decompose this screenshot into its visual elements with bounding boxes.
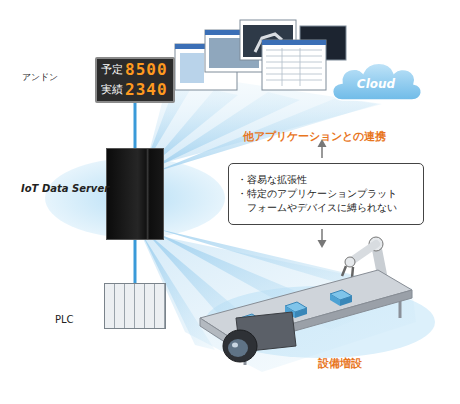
arrow-head	[318, 240, 327, 248]
feature-box: ・容易な拡張性・特定のアプリケーションプラット フォームやデバイスに縛られない	[228, 163, 424, 225]
cloud-label: Cloud	[328, 58, 424, 102]
section-label: 他アプリケーションとの連携	[243, 130, 386, 144]
camera-lens	[223, 330, 257, 362]
andon-display: アンドン予定8500実績2340	[95, 57, 175, 103]
andon-heading: アンドン	[22, 71, 58, 83]
camera-glint	[232, 343, 238, 348]
screen-titlebar	[262, 40, 326, 45]
screen-table	[266, 48, 322, 86]
plc-heading: PLC	[55, 314, 74, 326]
work-piece	[295, 308, 307, 318]
plc-box: PLC	[104, 283, 166, 329]
section-label: 設備増設	[318, 357, 362, 371]
actual-value: 2340	[125, 81, 168, 99]
cloud-shape: Cloud	[328, 58, 424, 102]
screen-content	[180, 53, 204, 83]
feature-bullet: ・容易な拡張性	[237, 173, 415, 187]
server-box: IoT Data Server	[106, 148, 164, 240]
bus-line	[134, 103, 137, 148]
app-screens	[175, 20, 346, 90]
camera-glass	[228, 339, 248, 357]
robot-gripper	[342, 266, 353, 278]
work-piece	[330, 294, 340, 306]
feature-bullet: ・特定のアプリケーションプラット フォームやデバイスに縛られない	[237, 187, 415, 215]
bus-line	[134, 240, 137, 283]
light-ray	[140, 232, 416, 372]
robot-joint	[345, 257, 355, 267]
server-heading: IoT Data Server	[21, 183, 109, 195]
actual-key: 実績	[101, 82, 123, 98]
plan-key: 予定	[101, 62, 123, 78]
plan-value: 8500	[125, 61, 168, 79]
screen-window	[262, 40, 326, 90]
conveyor	[200, 270, 412, 365]
camera	[223, 312, 296, 362]
work-piece	[340, 296, 352, 306]
